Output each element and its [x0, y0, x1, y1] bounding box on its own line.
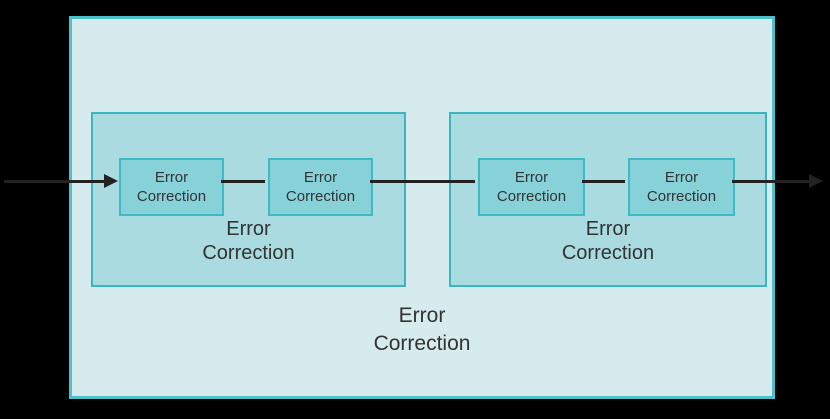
arrowhead-right-icon — [809, 174, 823, 188]
arrowhead-right-icon — [104, 174, 118, 188]
error-correction-unit-box-2: Error Correction — [268, 158, 373, 216]
flow-line-unit1-to-unit2 — [221, 180, 265, 183]
outer-box-label: Error Correction — [373, 304, 471, 355]
group-box-label: Error Correction — [202, 218, 295, 264]
error-correction-unit-box-4: Error Correction — [628, 158, 735, 216]
error-correction-outer-box: Error Correction Error Correction Error … — [69, 16, 775, 399]
flow-line-unit2-to-unit3 — [370, 180, 475, 183]
unit-box-label: Error Correction — [646, 168, 717, 205]
flow-line-unit3-to-unit4 — [582, 180, 625, 183]
flow-line-input — [4, 180, 106, 183]
flow-line-output — [732, 180, 810, 183]
error-correction-unit-box-1: Error Correction — [119, 158, 224, 216]
unit-box-label: Error Correction — [285, 168, 356, 205]
error-correction-group-box-left: Error Correction Error Correction Error … — [91, 112, 406, 287]
error-correction-unit-box-3: Error Correction — [478, 158, 585, 216]
group-box-label: Error Correction — [561, 218, 655, 264]
unit-box-label: Error Correction — [136, 168, 207, 205]
unit-box-label: Error Correction — [496, 168, 567, 205]
error-correction-group-box-right: Error Correction Error Correction Error … — [449, 112, 767, 287]
